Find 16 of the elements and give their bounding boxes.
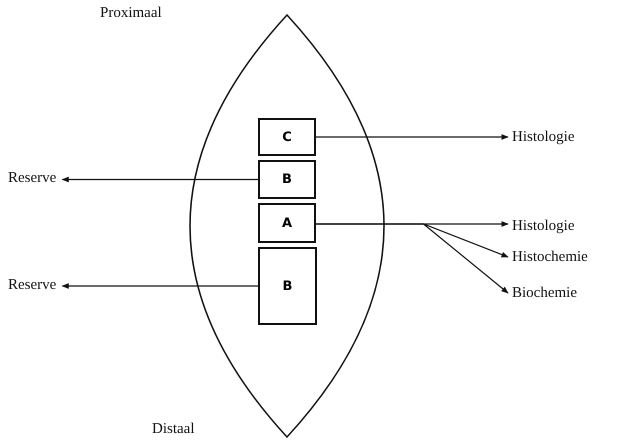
sample-block: B: [258, 160, 316, 199]
arrow: [316, 223, 509, 294]
sample-block: B: [258, 247, 317, 325]
destination-label: Histochemie: [512, 248, 588, 266]
sample-block: C: [258, 118, 316, 156]
destination-label: Histologie: [512, 217, 574, 235]
destination-label: Reserve: [8, 276, 56, 294]
destination-label: Biochemie: [512, 284, 577, 302]
arrow: [62, 176, 258, 182]
destination-label: Reserve: [8, 169, 56, 187]
arrow: [62, 283, 258, 289]
orientation-label: Proximaal: [100, 4, 162, 22]
orientation-label: Distaal: [152, 420, 194, 438]
arrow: [316, 134, 509, 140]
destination-label: Histologie: [512, 128, 574, 146]
sample-block: A: [258, 203, 316, 243]
